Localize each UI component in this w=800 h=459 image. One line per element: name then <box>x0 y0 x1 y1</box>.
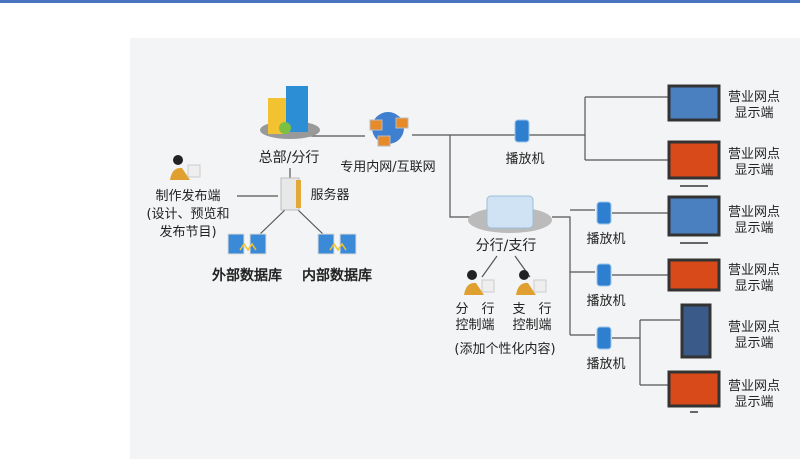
display-label-line: 显示端 <box>734 163 774 178</box>
display-label-line: 营业网点 <box>727 263 781 278</box>
producer-label: 制作发布端 (设计、预览和 发布节目) <box>146 188 229 242</box>
display-label: 营业网点显示端 <box>728 205 780 237</box>
external-db-label: 外部数据库 <box>212 268 282 284</box>
hq-label: 总部/分行 <box>258 150 320 166</box>
player-icon <box>596 263 612 287</box>
internal-db-icon <box>317 233 357 255</box>
display-label-line: 营业网点 <box>727 147 781 162</box>
display-monitor-icon <box>667 258 721 292</box>
producer-label-line: 制作发布端 <box>155 189 221 204</box>
player-icon <box>596 201 612 225</box>
display-kiosk-icon <box>680 303 712 359</box>
producer-label-line: 发布节目) <box>159 225 217 240</box>
line-network-trunk <box>412 134 585 218</box>
display-label-line: 营业网点 <box>727 90 781 105</box>
producer-label-line: (设计、预览和 <box>146 207 230 222</box>
sub-branch-person-icon <box>516 270 547 295</box>
display-label-line: 显示端 <box>734 279 774 294</box>
producer-person-icon <box>170 155 201 180</box>
display-monitor-icon <box>667 370 721 408</box>
display-label-line: 显示端 <box>734 221 774 236</box>
player-icon <box>596 326 612 350</box>
player-label: 播放机 <box>505 152 545 167</box>
display-label: 营业网点显示端 <box>728 263 780 295</box>
sub-ctrl-line: 支 行 <box>512 302 552 317</box>
custom-note: (添加个性化内容) <box>454 342 556 357</box>
top-accent-bar <box>0 0 800 3</box>
sub-ctrl-line: 控制端 <box>512 318 552 333</box>
display-monitor-icon <box>667 140 721 180</box>
player-label: 播放机 <box>586 357 626 372</box>
player-label: 播放机 <box>586 294 626 309</box>
display-label: 营业网点显示端 <box>728 379 780 411</box>
display-label-line: 营业网点 <box>727 320 781 335</box>
branch-label: 分行/支行 <box>475 238 537 254</box>
line-server-db <box>257 207 326 237</box>
network-label: 专用内网/互联网 <box>340 160 436 175</box>
display-label: 营业网点显示端 <box>728 90 780 122</box>
line-top-player-displays <box>584 96 668 161</box>
display-label-line: 显示端 <box>734 336 774 351</box>
external-db-icon <box>227 233 267 255</box>
globe-network-icon <box>369 112 409 147</box>
branch-building-icon <box>468 195 552 233</box>
server-label: 服务器 <box>310 188 350 203</box>
line-branch-players <box>552 209 595 336</box>
branch-ctrl-label: 分 行 控制端 <box>455 302 494 334</box>
server-icon <box>280 177 301 211</box>
display-label: 营业网点显示端 <box>728 320 780 352</box>
display-label-line: 营业网点 <box>727 379 781 394</box>
internal-db-label: 内部数据库 <box>302 268 372 284</box>
sub-ctrl-label: 支 行 控制端 <box>512 302 551 334</box>
branch-ctrl-line: 控制端 <box>455 318 495 333</box>
branch-ctrl-line: 分 行 <box>455 302 495 317</box>
hq-building-icon <box>260 86 320 139</box>
player-label: 播放机 <box>586 232 626 247</box>
line-players-displays <box>612 212 680 386</box>
display-monitor-icon <box>667 195 721 237</box>
branch-person-icon <box>464 270 495 295</box>
player-icon <box>514 119 530 143</box>
display-label-line: 显示端 <box>734 395 774 410</box>
display-label-line: 显示端 <box>734 106 774 121</box>
display-label-line: 营业网点 <box>727 205 781 220</box>
display-monitor-icon <box>667 84 721 122</box>
display-label: 营业网点显示端 <box>728 147 780 179</box>
